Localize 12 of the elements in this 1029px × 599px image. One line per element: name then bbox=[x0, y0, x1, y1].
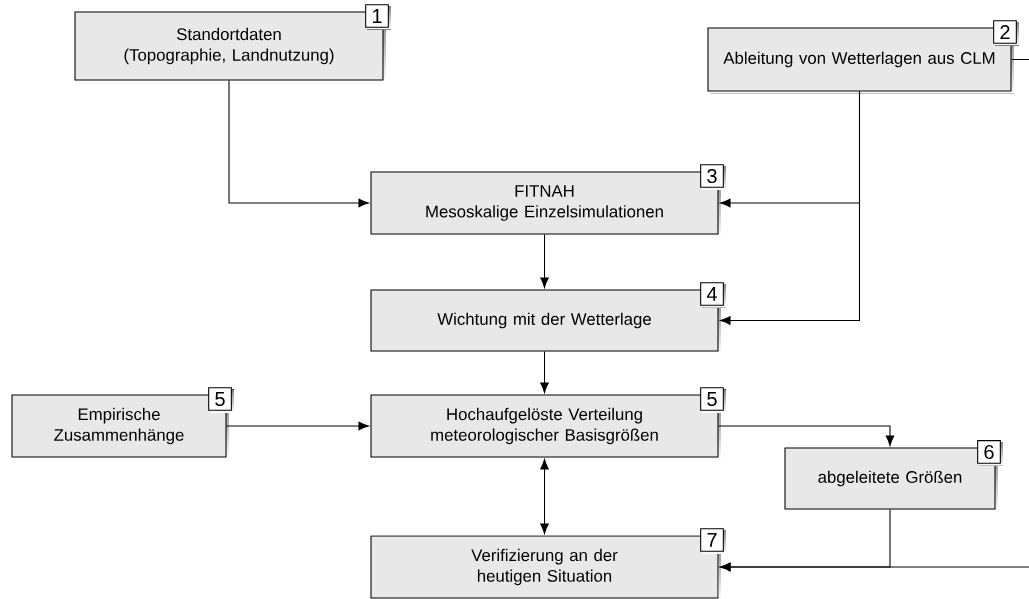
arrow bbox=[540, 234, 549, 288]
step-number: 6 bbox=[977, 440, 1003, 466]
arrow bbox=[226, 421, 369, 431]
step-number: 7 bbox=[700, 528, 726, 554]
arrow bbox=[720, 58, 1029, 572]
arrow bbox=[228, 80, 369, 208]
step-number: 2 bbox=[993, 20, 1019, 46]
arrow bbox=[718, 425, 895, 446]
step-number: 4 bbox=[700, 282, 726, 308]
arrow bbox=[720, 91, 861, 325]
arrow bbox=[540, 459, 549, 534]
arrow bbox=[540, 351, 549, 393]
